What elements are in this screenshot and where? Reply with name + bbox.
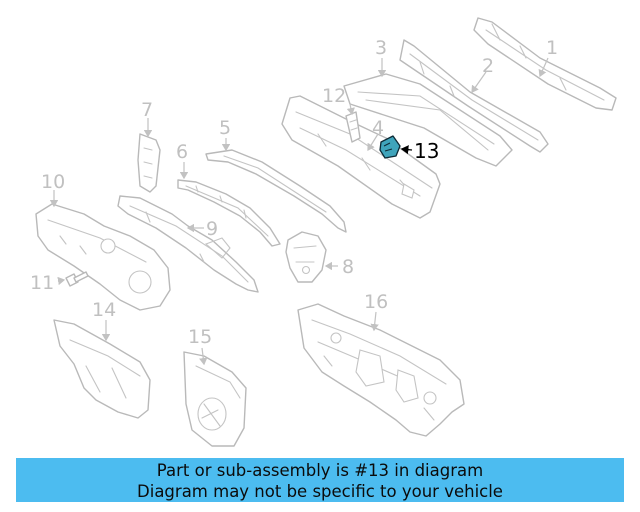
part-3-cowl-screen <box>343 73 513 167</box>
part-6-support-rail <box>177 179 281 247</box>
part-11-bolt <box>65 271 89 287</box>
part-14-insulator <box>53 319 151 419</box>
callout-3: 3 <box>375 37 387 59</box>
part-5-reinforcement <box>205 149 347 233</box>
banner-line-2: Diagram may not be specific to your vehi… <box>137 482 503 501</box>
part-16-dash-insulator <box>297 303 465 437</box>
callout-10: 10 <box>41 171 65 193</box>
callout-6: 6 <box>176 141 188 163</box>
callout-numbers: 1 2 3 4 5 6 7 8 9 10 11 12 13 14 15 16 <box>30 37 558 348</box>
callout-5: 5 <box>219 117 231 139</box>
info-banner: Part or sub-assembly is #13 in diagram D… <box>16 458 624 502</box>
callout-4: 4 <box>372 117 384 139</box>
callout-16: 16 <box>364 291 388 313</box>
callout-15: 15 <box>188 326 212 348</box>
callout-13: 13 <box>414 139 439 163</box>
callout-12: 12 <box>322 85 346 107</box>
callout-11: 11 <box>30 272 54 294</box>
banner-line-1: Part or sub-assembly is #13 in diagram <box>156 461 484 480</box>
part-10-dash-panel <box>35 203 171 311</box>
part-7-side-bracket <box>137 133 161 193</box>
callout-7: 7 <box>141 99 153 121</box>
part-9-cross-member <box>117 195 259 293</box>
callout-14: 14 <box>92 299 116 321</box>
callout-8: 8 <box>342 256 354 278</box>
part-15-insulator <box>183 351 247 447</box>
part-13-highlighted-bracket <box>379 135 401 159</box>
part-8-bracket <box>285 231 327 283</box>
callout-1: 1 <box>546 37 558 59</box>
leader-lines <box>49 57 549 366</box>
part-2-cowl-panel <box>399 39 549 153</box>
callout-2: 2 <box>482 55 494 77</box>
callout-9: 9 <box>206 218 218 240</box>
